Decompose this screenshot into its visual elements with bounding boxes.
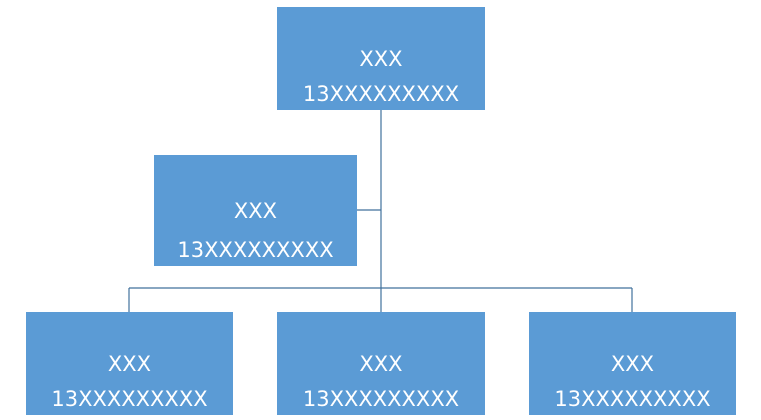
node-subtitle: XXX​​​​	[233, 198, 278, 223]
org-node-middle: ​​ XXX​​​​ 13XXXXXXXXX	[277, 312, 485, 415]
node-phone: 13XXXXXXXXX	[302, 82, 460, 106]
node-subtitle: XXX​​​​	[359, 46, 403, 71]
node-subtitle: XXX​​​​	[359, 351, 403, 376]
org-node-top: ​​ XXX​​​​ 13XXXXXXXXX	[277, 7, 485, 110]
org-node-assistant: ​​​​ XXX​​​​ 13XXXXXXXXX	[154, 155, 357, 266]
node-subtitle: XXX​​​​	[610, 351, 655, 376]
node-phone: 13XXXXXXXXX	[302, 387, 460, 411]
org-node-left: ​​ XXX​​​​ 13XXXXXXXXX	[26, 312, 233, 415]
node-subtitle: XXX​​​​	[107, 351, 152, 376]
node-phone: 13XXXXXXXXX	[177, 238, 334, 262]
node-phone: 13XXXXXXXXX	[51, 387, 208, 411]
org-node-right: ​​ XXX​​​​ 13XXXXXXXXX	[529, 312, 736, 415]
node-phone: 13XXXXXXXXX	[554, 387, 711, 411]
